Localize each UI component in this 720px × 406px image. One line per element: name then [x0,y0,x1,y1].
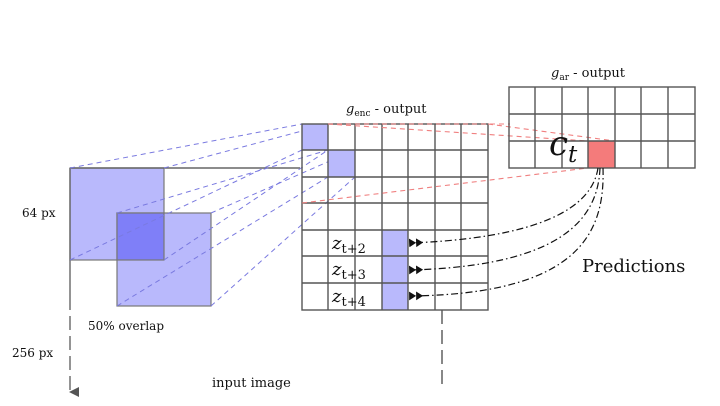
enc-cell-2 [328,150,355,177]
enc-cell-zt4 [382,283,408,310]
input-image-area [69,167,300,397]
arrow-zt3 [409,167,601,275]
patch-size-label: 64 px [22,206,56,220]
zt4-label: zt+4 [331,286,366,310]
context-label: ct [549,124,578,168]
ar-output-grid [508,86,696,169]
enc-grid-lines [302,124,488,310]
zt3-label: zt+3 [331,259,366,283]
enc-cell-zt2 [382,230,408,256]
predictions-label: Predictions [582,256,685,277]
encoder-output-grid [301,123,489,388]
image-size-label: 256 px [12,346,53,360]
input-image-label: input image [212,376,291,391]
zt2-label: zt+2 [331,233,366,257]
arrow-zt2 [408,167,599,248]
overlap-label: 50% overlap [88,319,164,333]
context-cell [588,141,615,168]
ar-grid-border [508,86,696,169]
enc-cell-zt3 [382,256,408,283]
ar-grid-lines [509,87,695,168]
ar-output-label: gar - output [551,66,626,83]
patch-overlap [116,212,165,261]
arrow-zt4 [409,167,604,301]
enc-output-label: genc - output [346,102,427,119]
enc-cell-1 [302,124,328,150]
prediction-arrows [408,167,604,301]
